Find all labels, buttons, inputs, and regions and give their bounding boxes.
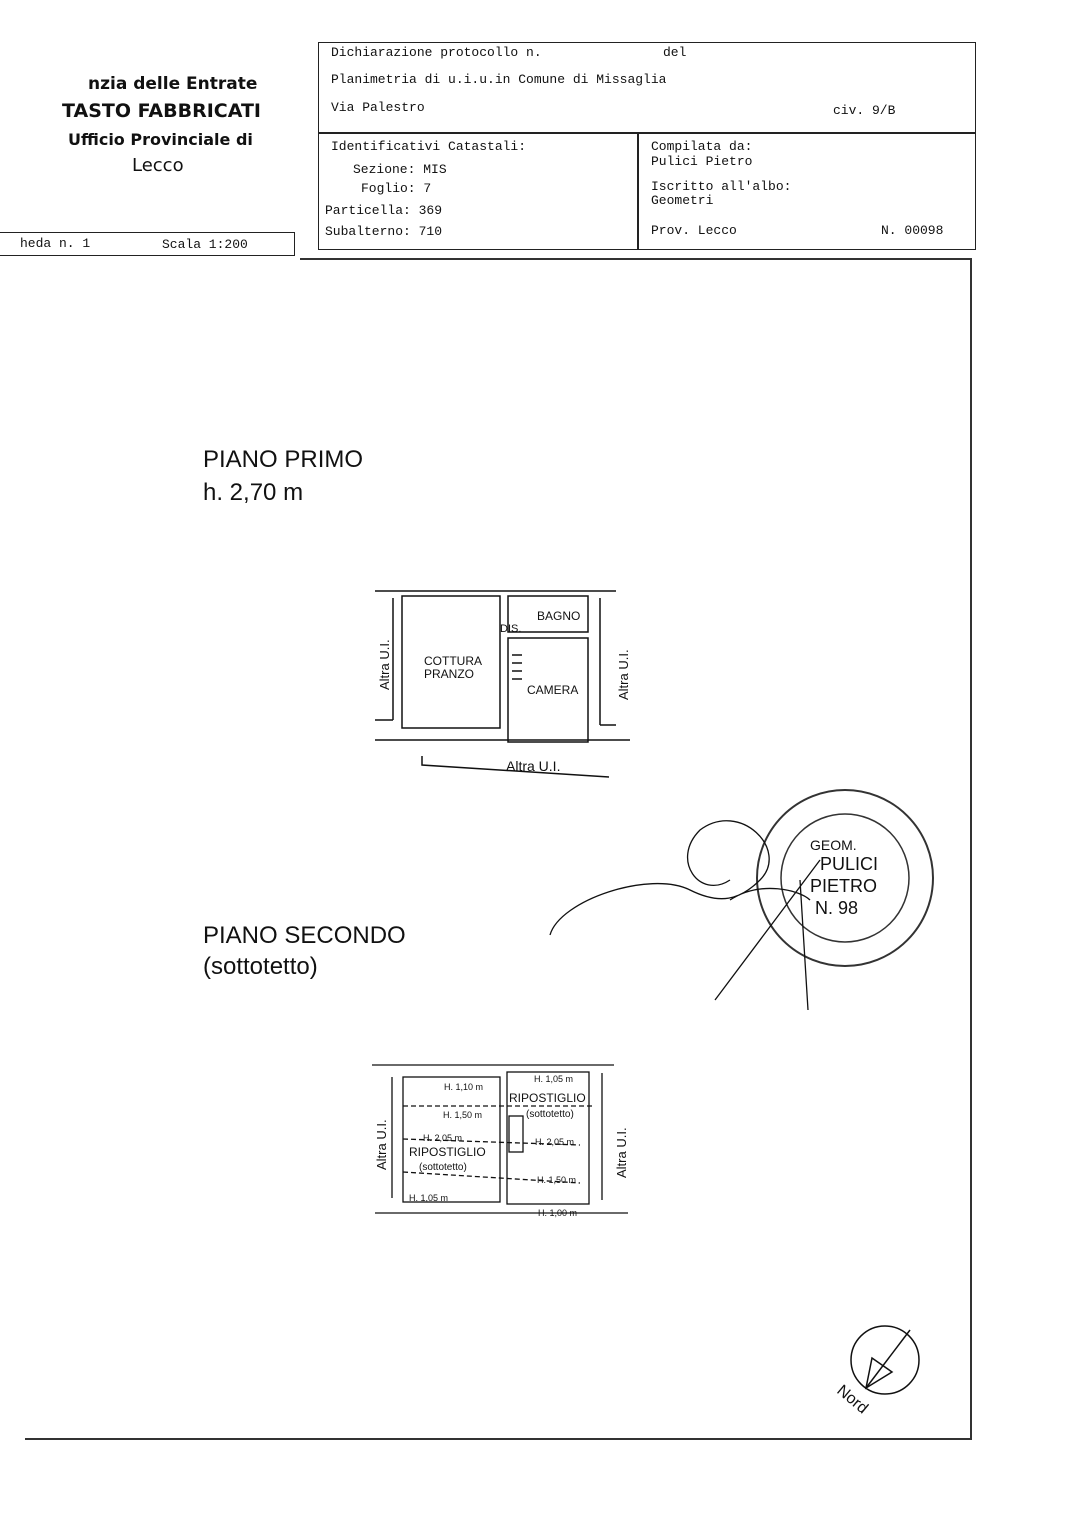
office-province-label: Ufficio Provinciale di	[68, 130, 253, 149]
floor1-height: h. 2,70 m	[203, 479, 304, 506]
floor1-plan	[375, 590, 630, 778]
height-label: H. 1,05 m	[534, 1074, 573, 1084]
address: Via Palestro	[331, 100, 425, 115]
ids-title: Identificativi Catastali:	[331, 139, 527, 154]
protocol: Dichiarazione protocollo n.	[331, 45, 542, 60]
height-label: H. 1,50 m	[443, 1110, 482, 1120]
floor2-subtitle: (sottotetto)	[203, 953, 318, 980]
divider	[637, 133, 639, 249]
svg-text:PULICI: PULICI	[820, 854, 878, 874]
professional-seal: GEOM. PULICI PIETRO N. 98	[756, 789, 934, 967]
signature	[549, 820, 821, 1011]
floor2-heights: H. 1,10 m H. 1,50 m H. 2,05 m H. 1,05 m …	[409, 1074, 577, 1218]
scale: Scala 1:200	[162, 237, 248, 252]
header-box	[318, 42, 976, 134]
height-label: H. 1,50 m	[537, 1175, 576, 1185]
subalterno: Subalterno: 710	[325, 224, 443, 239]
room-ripostiglio-left-sub: (sottotetto)	[419, 1162, 467, 1173]
room-ripostiglio-right-sub: (sottotetto)	[526, 1109, 574, 1120]
floor1-title: PIANO PRIMO	[203, 446, 364, 473]
sezione: Sezione: MIS	[353, 162, 447, 177]
height-label: H. 2,05 m	[535, 1137, 574, 1147]
civic-number: civ. 9/B	[833, 103, 896, 118]
room-ripostiglio-left: RIPOSTIGLIO	[409, 1145, 486, 1159]
svg-text:N. 98: N. 98	[815, 898, 858, 918]
height-label: H. 1,05 m	[409, 1193, 448, 1203]
ids-box	[318, 132, 976, 250]
height-label: H. 1,00 m	[538, 1208, 577, 1218]
neighbor-right: Altra U.I.	[616, 649, 631, 700]
neighbor-left: Altra U.I.	[377, 639, 392, 690]
room-bagno: BAGNO	[537, 609, 580, 623]
room-cottura: COTTURA	[424, 654, 482, 668]
svg-text:GEOM.: GEOM.	[810, 837, 857, 853]
albo-label: Iscritto all'albo:	[651, 179, 792, 194]
floor2-title: PIANO SECONDO	[203, 922, 406, 949]
frame-right	[970, 258, 972, 1440]
province: Prov. Lecco	[651, 223, 737, 238]
particella: Particella: 369	[325, 203, 443, 218]
frame-top	[300, 258, 972, 260]
neighbor-right-2: Altra U.I.	[614, 1127, 629, 1178]
height-label: H. 2,05 m	[423, 1133, 462, 1143]
scheda-box	[0, 232, 295, 256]
neighbor-bottom: Altra U.I.	[506, 758, 560, 774]
frame-bottom	[25, 1438, 972, 1440]
register-number: N. 00098	[881, 223, 944, 238]
neighbor-left-2: Altra U.I.	[374, 1119, 389, 1170]
room-camera: CAMERA	[527, 683, 578, 697]
planimetria: Planimetria di u.i.u.in Comune di Missag…	[331, 72, 667, 87]
office-dept: TASTO FABBRICATI	[62, 100, 261, 122]
floor2-plan	[372, 1064, 628, 1214]
room-pranzo: PRANZO	[424, 667, 474, 681]
svg-text:PIETRO: PIETRO	[810, 876, 877, 896]
foglio: Foglio: 7	[361, 181, 432, 196]
room-dis: DIS.	[500, 623, 521, 635]
scheda-number: heda n. 1	[20, 236, 91, 251]
office-province: Lecco	[132, 155, 184, 176]
north-arrow-icon	[850, 1325, 920, 1395]
room-ripostiglio-right: RIPOSTIGLIO	[509, 1091, 586, 1105]
height-label: H. 1,10 m	[444, 1082, 483, 1092]
office-name: nzia delle Entrate	[88, 74, 258, 94]
compiler-title: Compilata da:	[651, 139, 753, 154]
albo-value: Geometri	[651, 193, 714, 208]
compiler-name: Pulici Pietro	[651, 154, 753, 169]
protocol-date: del	[663, 45, 687, 60]
